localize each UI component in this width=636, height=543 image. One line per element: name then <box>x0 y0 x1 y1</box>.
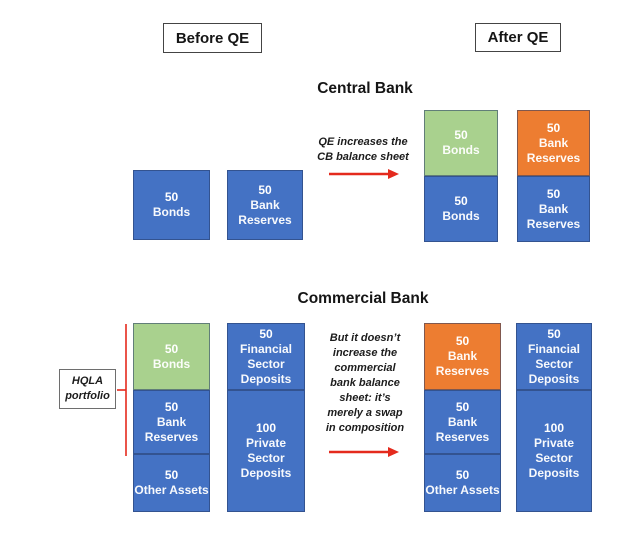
block-value: 50 <box>455 468 470 482</box>
cb-after-bonds-block: 50 Bonds <box>424 176 498 242</box>
block-label: Bonds <box>152 356 191 371</box>
block-label: Bank Reserves <box>435 414 490 444</box>
cb-after-bank-reserves-block: 50 Bank Reserves <box>517 176 590 242</box>
cb-right-arrow-icon <box>329 169 399 179</box>
before-qe-header: Before QE <box>163 23 262 53</box>
comm-before-private-deposits-block: 100 Private Sector Deposits <box>227 390 305 512</box>
hqla-bracket-icon <box>117 324 127 456</box>
cb-annotation: QE increases the CB balance sheet <box>317 136 409 163</box>
block-label: Bonds <box>152 205 191 219</box>
block-label: Other Assets <box>425 483 500 497</box>
block-label: Bank Reserves <box>238 197 292 227</box>
comm-before-bonds-block: 50 Bonds <box>133 323 210 390</box>
block-label: Private Sector Deposits <box>528 436 580 480</box>
hqla-portfolio-label: HQLA portfolio <box>59 369 116 409</box>
before-qe-label: Before QE <box>175 29 250 47</box>
comm-before-financial-deposits-block: 50 Financial Sector Deposits <box>227 323 305 390</box>
cb-before-bank-reserves-block: 50 Bank Reserves <box>227 170 303 240</box>
cb-before-bonds-block: 50 Bonds <box>133 170 210 240</box>
commercial-bank-title: Commercial Bank <box>297 290 429 307</box>
block-value: 100 <box>543 421 565 435</box>
comm-before-bank-reserves-block: 50 Bank Reserves <box>133 390 210 454</box>
comm-after-private-deposits-block: 100 Private Sector Deposits <box>516 390 592 512</box>
block-label: Bank Reserves <box>144 414 199 444</box>
block-value: 50 <box>454 194 468 208</box>
cb-after-new-bank-reserves-block: 50 Bank Reserves <box>517 110 590 176</box>
block-label: Bank Reserves <box>526 201 581 231</box>
after-qe-header: After QE <box>475 23 561 52</box>
block-value: 50 <box>455 399 470 414</box>
block-value: 50 <box>546 120 561 135</box>
comm-before-other-assets-block: 50 Other Assets <box>133 454 210 512</box>
block-label: Bonds <box>442 143 480 157</box>
commercial-annotation: But it doesn’t increase the commercial b… <box>325 332 405 434</box>
comm-after-other-assets-block: 50 Other Assets <box>424 454 501 512</box>
block-label: Other Assets <box>134 483 209 497</box>
cb-after-new-bonds-block: 50 Bonds <box>424 110 498 176</box>
comm-after-new-bank-reserves-block: 50 Bank Reserves <box>424 323 501 390</box>
block-value: 50 <box>164 399 179 414</box>
block-label: Bonds <box>442 209 480 223</box>
after-qe-label: After QE <box>487 29 549 46</box>
block-label: Private Sector Deposits <box>240 436 292 480</box>
block-value: 50 <box>546 186 561 201</box>
block-label: Financial Sector Deposits <box>239 341 292 386</box>
block-value: 50 <box>454 128 468 142</box>
commercial-right-arrow-icon <box>329 447 399 457</box>
block-label: Financial Sector Deposits <box>527 341 580 386</box>
block-value: 50 <box>259 326 273 341</box>
block-value: 50 <box>455 334 470 348</box>
block-label: Bank Reserves <box>526 135 581 165</box>
block-value: 50 <box>164 468 179 482</box>
block-value: 50 <box>258 182 272 197</box>
comm-after-financial-deposits-block: 50 Financial Sector Deposits <box>516 323 592 390</box>
block-value: 50 <box>164 190 179 204</box>
central-bank-title: Central Bank <box>317 80 413 97</box>
block-label: Bank Reserves <box>435 349 490 378</box>
block-value: 50 <box>547 326 561 341</box>
comm-after-bank-reserves-block: 50 Bank Reserves <box>424 390 501 454</box>
block-value: 100 <box>255 421 277 435</box>
block-value: 50 <box>164 341 179 356</box>
